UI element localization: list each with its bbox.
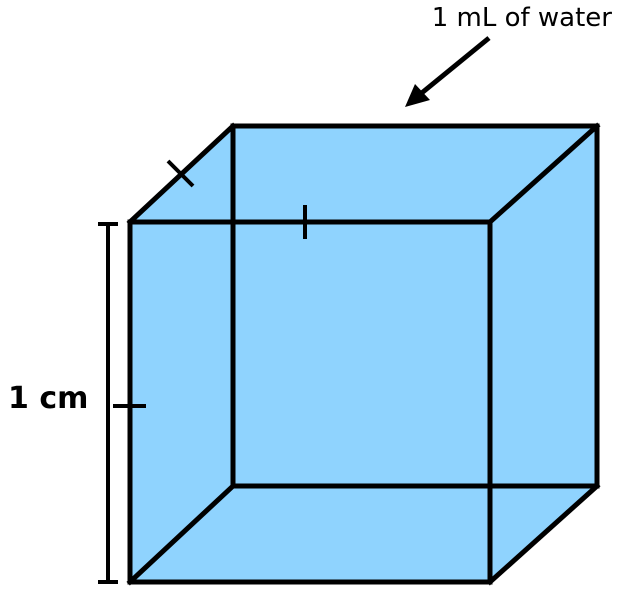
arrow-shaft	[416, 36, 491, 98]
side-length-label: 1 cm	[8, 381, 88, 416]
cube-front-face	[130, 222, 490, 582]
water-volume-label: 1 mL of water	[432, 3, 613, 33]
front-edge-square	[127, 219, 493, 585]
arrow-head	[405, 84, 430, 107]
arrow	[405, 36, 491, 107]
edge-bottom-left	[126, 482, 237, 586]
tick-diagonal-edge	[166, 159, 195, 188]
water-cube	[126, 122, 601, 586]
dimension-bar	[98, 222, 118, 584]
edge-bottom-right	[486, 482, 601, 586]
cube-right-face	[490, 126, 597, 582]
edge-top-right	[486, 122, 601, 226]
cube-edges	[126, 122, 601, 586]
back-edge-square	[230, 123, 600, 489]
cube-top-face	[130, 126, 597, 222]
equal-length-ticks	[113, 159, 307, 408]
